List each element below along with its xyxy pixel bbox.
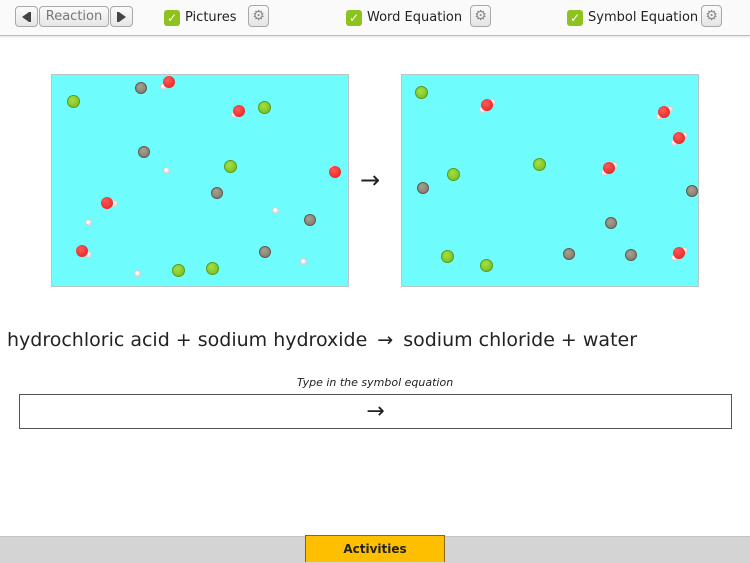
chloride-ion — [479, 258, 493, 272]
water-oxygen — [658, 106, 670, 118]
gear-icon: ⚙ — [252, 8, 265, 24]
sodium-atom — [211, 187, 223, 199]
word-equation-label: Word Equation — [367, 10, 463, 25]
sodium-atom — [304, 214, 316, 226]
step-forward-icon — [119, 11, 126, 22]
chlorine-atom — [205, 261, 219, 275]
step-back-icon — [22, 11, 29, 22]
sodium-ion — [686, 185, 698, 197]
reaction-arrow: → — [360, 166, 381, 194]
hydroxide-oxygen — [101, 197, 113, 209]
gear-icon: ⚙ — [474, 8, 487, 24]
water-oxygen — [603, 162, 615, 174]
sodium-ion — [605, 217, 617, 229]
next-reaction-button[interactable] — [110, 6, 133, 27]
hydrogen-atom — [162, 166, 170, 174]
hydroxide-oxygen — [329, 166, 341, 178]
previous-reaction-button[interactable] — [15, 6, 38, 27]
hydrogen-atom — [271, 206, 279, 214]
symbol-equation-input[interactable]: → — [19, 394, 732, 429]
chlorine-atom — [66, 94, 80, 108]
sodium-ion — [625, 249, 637, 261]
symbol-equation-arrow: → — [366, 399, 385, 424]
chlorine-atom — [223, 159, 237, 173]
pictures-settings-button[interactable]: ⚙ — [248, 5, 269, 27]
chloride-ion — [532, 157, 546, 171]
toolbar: Reaction ✓ Pictures ⚙ ✓ Word Equation ⚙ … — [0, 0, 750, 36]
reactants-picture — [51, 74, 349, 287]
chloride-ion — [446, 167, 460, 181]
hydroxide-oxygen — [233, 105, 245, 117]
sodium-atom — [135, 82, 147, 94]
word-equation-reactants: hydrochloric acid + sodium hydroxide — [7, 329, 368, 351]
pictures-label: Pictures — [185, 10, 237, 25]
sodium-atom — [259, 246, 271, 258]
water-oxygen — [673, 132, 685, 144]
word-equation-products: sodium chloride + water — [403, 329, 638, 351]
checkbox-checked-icon[interactable]: ✓ — [164, 9, 180, 26]
word-equation-settings-button[interactable]: ⚙ — [470, 5, 491, 27]
word-equation-arrow: → — [377, 329, 394, 351]
gear-icon: ⚙ — [705, 8, 718, 24]
hydrogen-atom — [133, 269, 141, 277]
sodium-atom — [138, 146, 150, 158]
symbol-equation-hint: Type in the symbol equation — [296, 376, 454, 389]
chloride-ion — [414, 85, 428, 99]
symbol-equation-toggle[interactable]: ✓ Symbol Equation — [567, 7, 698, 28]
checkbox-checked-icon[interactable]: ✓ — [346, 9, 362, 26]
sodium-ion — [417, 182, 429, 194]
chloride-ion — [440, 249, 454, 263]
hydrogen-atom — [299, 257, 307, 265]
sodium-ion — [563, 248, 575, 260]
word-equation: hydrochloric acid + sodium hydroxide → sod… — [7, 329, 637, 351]
hydroxide-oxygen — [163, 76, 175, 88]
symbol-equation-label: Symbol Equation — [588, 10, 699, 25]
reaction-navigator: Reaction — [15, 6, 133, 29]
hydrogen-atom — [84, 218, 92, 226]
reaction-button[interactable]: Reaction — [39, 6, 109, 27]
hydroxide-oxygen — [76, 245, 88, 257]
activities-button[interactable]: Activities — [305, 535, 445, 562]
water-oxygen — [481, 99, 493, 111]
pictures-toggle[interactable]: ✓ Pictures — [164, 7, 236, 28]
symbol-equation-settings-button[interactable]: ⚙ — [701, 5, 722, 27]
checkbox-checked-icon[interactable]: ✓ — [567, 9, 583, 26]
word-equation-toggle[interactable]: ✓ Word Equation — [346, 7, 462, 28]
chlorine-atom — [171, 263, 185, 277]
water-oxygen — [673, 247, 685, 259]
chlorine-atom — [257, 100, 271, 114]
